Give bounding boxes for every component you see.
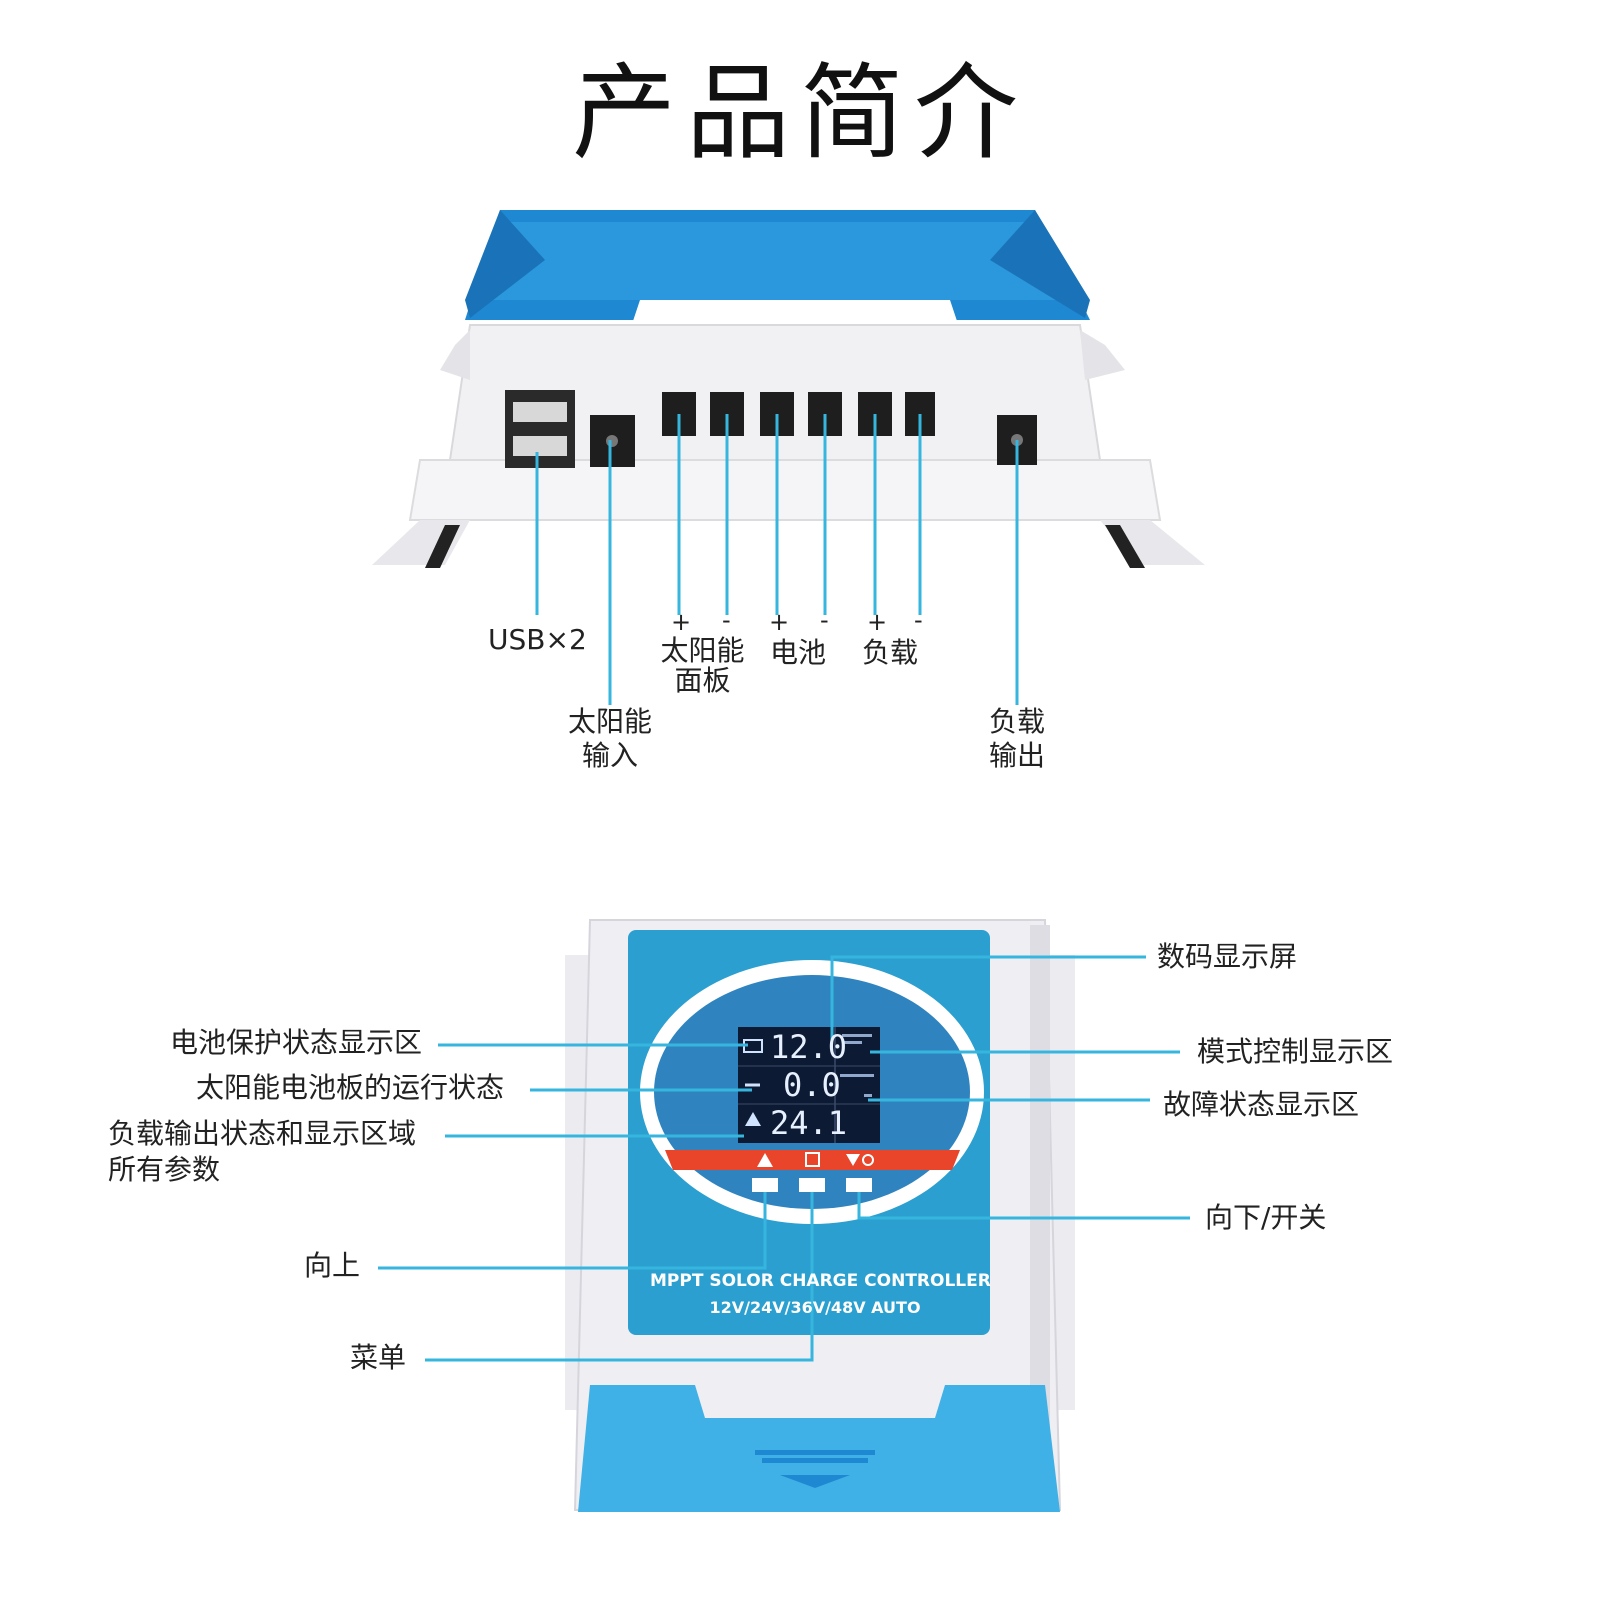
load-minus-sign: - <box>914 606 923 634</box>
solar-panel-plus-sign: + <box>671 608 692 636</box>
callout-down-switch: 向下/开关 <box>1205 1201 1327 1234</box>
panel-text-line2: 12V/24V/36V/48V AUTO <box>709 1298 921 1317</box>
lcd-row2-value: 0.0 <box>783 1066 841 1104</box>
lcd-row3-value: 24.1 <box>770 1104 848 1142</box>
right-foot-dark <box>1105 525 1145 568</box>
panel-text-line1: MPPT SOLOR CHARGE CONTROLLER <box>650 1271 991 1291</box>
solar-input-label-line2: 输入 <box>581 739 638 772</box>
page-title: 产品简介 <box>571 52 1028 174</box>
callout-solar-status: 太阳能电池板的运行状态 <box>196 1071 505 1104</box>
load-output-label-line1: 负载 <box>988 705 1045 738</box>
callout-mode-control: 模式控制显示区 <box>1197 1035 1394 1068</box>
battery-plus-sign: + <box>769 608 790 636</box>
usb-slot-2 <box>513 436 567 456</box>
solar-panel-minus-sign: - <box>722 606 731 634</box>
left-foot-dark <box>425 525 460 568</box>
button-strip <box>665 1150 960 1170</box>
battery-minus-sign: - <box>820 606 829 634</box>
callout-fault-status: 故障状态显示区 <box>1163 1088 1360 1121</box>
power-icon <box>862 1154 874 1166</box>
down-arrow-icon <box>846 1154 860 1166</box>
front-base <box>578 1385 1060 1512</box>
front-leader-lines <box>378 955 1190 1362</box>
usb-label: USB×2 <box>488 623 587 656</box>
lcd-row1-value: 12.0 <box>770 1028 848 1066</box>
usb-slot-1 <box>513 402 567 422</box>
callout-load-output-line1: 负载输出状态和显示区域 <box>108 1117 417 1150</box>
load-label: 负载 <box>862 636 919 669</box>
callout-digital-display: 数码显示屏 <box>1157 940 1298 973</box>
lid-handle <box>630 300 960 330</box>
solar-panel-label: 太阳能 面板 <box>650 636 755 696</box>
lid-shade <box>480 222 1060 300</box>
battery-label: 电池 <box>770 636 827 669</box>
menu-icon <box>805 1152 820 1167</box>
top-leader-lines <box>535 414 1019 705</box>
load-output-label: 负载 输出 <box>972 705 1062 773</box>
down-switch-button <box>846 1178 872 1192</box>
lid-left-facet <box>465 210 545 318</box>
load-plus-sign: + <box>867 608 888 636</box>
solar-input-label-line1: 太阳能 <box>567 705 652 738</box>
up-button <box>752 1178 778 1192</box>
lid-right-facet <box>990 210 1090 318</box>
solar-input-label: 太阳能 输入 <box>560 705 660 773</box>
load-lcd-icon <box>745 1112 761 1126</box>
device-base <box>408 459 1162 521</box>
callout-battery-protect: 电池保护状态显示区 <box>170 1026 423 1059</box>
callout-load-output-line2: 所有参数 <box>108 1153 221 1186</box>
warning-icon <box>757 1153 773 1167</box>
left-wing <box>440 330 470 380</box>
solar-panel-label-line1: 太阳能 <box>660 634 745 667</box>
load-output-label-line2: 输出 <box>988 739 1045 772</box>
right-wing <box>1080 330 1125 380</box>
menu-button <box>799 1178 825 1192</box>
solar-panel-label-line2: 面板 <box>674 664 731 697</box>
callout-up: 向上 <box>304 1249 361 1282</box>
callout-menu: 菜单 <box>350 1341 407 1374</box>
